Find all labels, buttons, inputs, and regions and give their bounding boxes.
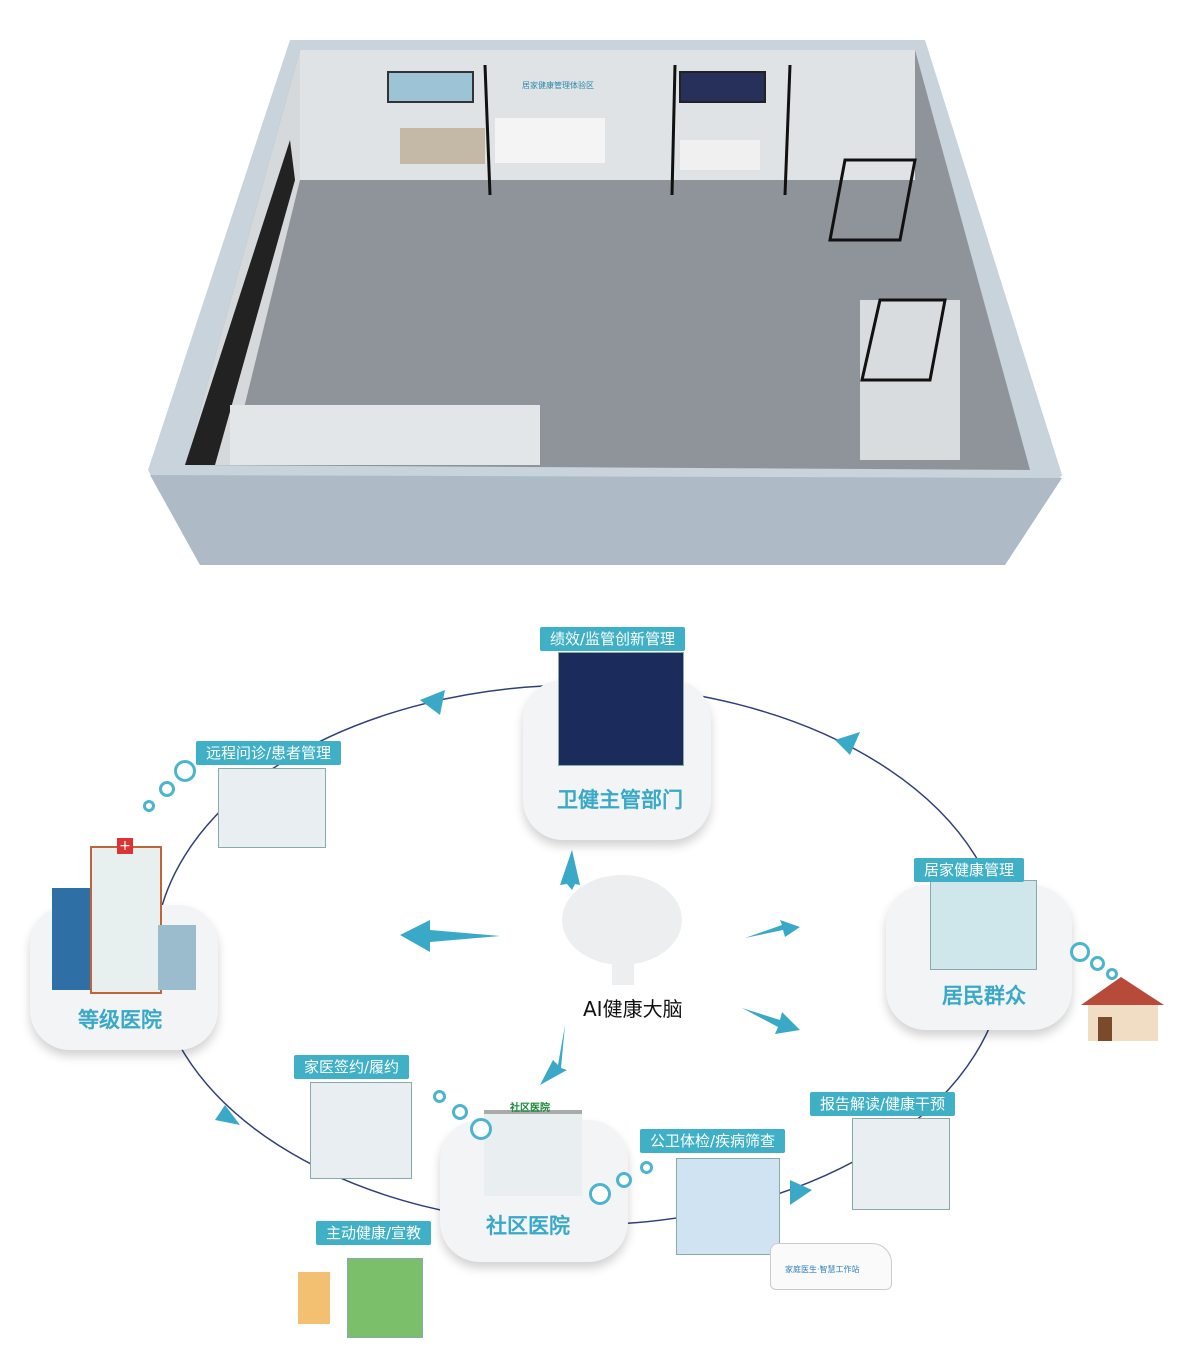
tag-performance: 绩效/监管创新管理 xyxy=(540,627,686,651)
health-dept-title: 卫健主管部门 xyxy=(557,788,683,812)
wall-picture xyxy=(387,71,474,103)
front-counter xyxy=(230,405,540,465)
elder-home-image xyxy=(930,880,1037,970)
brain-arrow-down-right xyxy=(742,1008,800,1034)
house-icon xyxy=(1081,977,1164,1041)
food-pyramid-icon xyxy=(298,1272,330,1324)
cycle-arrow xyxy=(215,1105,240,1125)
cycle-arrow xyxy=(790,1180,812,1205)
display-table xyxy=(495,118,605,163)
brain-arrow-down xyxy=(540,1025,567,1085)
room-back-wall xyxy=(300,50,915,180)
brain-arrow-right xyxy=(745,920,800,938)
hospital-building-left xyxy=(52,888,92,990)
residents-title: 居民群众 xyxy=(942,984,1026,1008)
waiting-chairs xyxy=(400,128,485,164)
health-education-poster xyxy=(347,1258,423,1338)
desk xyxy=(680,140,760,170)
tag-report: 报告解读/健康干预 xyxy=(810,1092,956,1116)
cycle-arrow xyxy=(835,732,860,755)
room-front-wall xyxy=(150,475,1062,565)
brain-icon xyxy=(562,875,682,985)
community-title: 社区医院 xyxy=(486,1214,570,1238)
wall-sign: 居家健康管理体验区 xyxy=(522,80,594,90)
tag-home-health: 居家健康管理 xyxy=(914,858,1025,882)
community-sign: 社区医院 xyxy=(510,1103,550,1114)
left-black-wall-panel xyxy=(185,140,295,465)
report-interpret-image xyxy=(852,1118,950,1210)
van-text: 家庭医生·智慧工作站 xyxy=(785,1265,860,1274)
control-room-image xyxy=(558,652,684,766)
hospital-building-main xyxy=(90,846,162,994)
hospital-title: 等级医院 xyxy=(78,1008,162,1032)
tag-active-health: 主动健康/宣教 xyxy=(316,1221,432,1245)
tag-remote-consult: 远程问诊/患者管理 xyxy=(196,741,342,765)
screening-image xyxy=(676,1158,780,1255)
dashboard-screen xyxy=(679,71,766,103)
room-render: 居家健康管理体验区 xyxy=(148,40,1062,565)
cycle-arrow xyxy=(420,690,445,715)
tag-family-doctor: 家医签约/履约 xyxy=(294,1055,410,1079)
brain-arrow-up xyxy=(560,850,580,890)
room-left-wall xyxy=(185,50,300,465)
brain-arrow-left xyxy=(400,920,500,952)
van-image: 家庭医生·智慧工作站 xyxy=(770,1243,892,1290)
community-building xyxy=(484,1110,582,1196)
tag-screening: 公卫体检/疾病筛查 xyxy=(640,1129,786,1153)
family-doctor-image xyxy=(310,1082,412,1179)
center-label: AI健康大脑 xyxy=(583,997,683,1021)
doctor-image xyxy=(218,768,326,848)
red-cross-icon: + xyxy=(117,838,133,854)
hospital-building-right xyxy=(158,925,196,990)
